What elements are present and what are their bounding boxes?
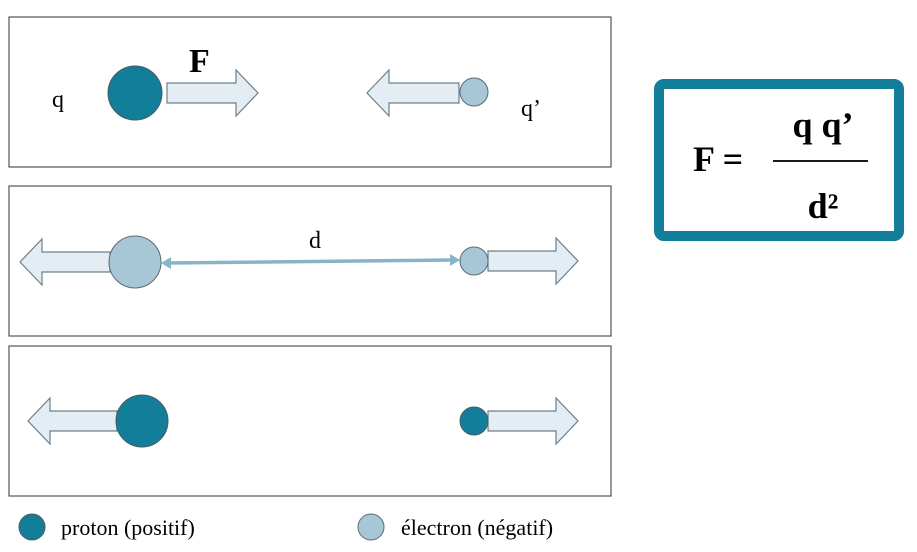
panel-attraction: q F q’ [8,16,612,168]
panel-repulsion-distance: d [8,185,612,337]
legend-proton-label: proton (positif) [61,515,195,540]
legend-electron-icon [357,513,385,541]
distance-arrowhead-left [161,257,171,269]
force-label: F [189,43,210,80]
repulsion-arrow-left-2 [27,396,118,446]
formula-denominator: d² [808,186,839,226]
formula-box: F = q q’ d² [654,79,904,241]
distance-line [165,258,455,265]
formula-lhs: F = [693,139,743,179]
charge-q-prime-label: q’ [521,96,541,122]
charge-q-label: q [52,87,64,113]
panel-attraction-frame [8,16,612,168]
repulsion-arrow-left [19,237,111,287]
legend-electron-label: électron (négatif) [401,515,553,540]
electron-circle-large [108,235,162,289]
repulsion-arrow-right [487,236,579,286]
force-arrow-right [166,68,259,118]
proton-circle-large [115,394,169,448]
force-arrow-left [366,68,460,118]
legend-proton-icon [18,513,46,541]
formula-numerator: q q’ [792,105,853,145]
legend: proton (positif) électron (négatif) [18,513,553,541]
electron-circle-small [459,246,489,276]
distance-arrowhead-right [450,254,460,266]
repulsion-arrow-right-2 [487,396,579,446]
panel-repulsion [8,345,612,497]
proton-circle [107,65,163,121]
proton-circle-small [459,406,489,436]
distance-label: d [309,228,321,254]
electron-circle [459,77,489,107]
